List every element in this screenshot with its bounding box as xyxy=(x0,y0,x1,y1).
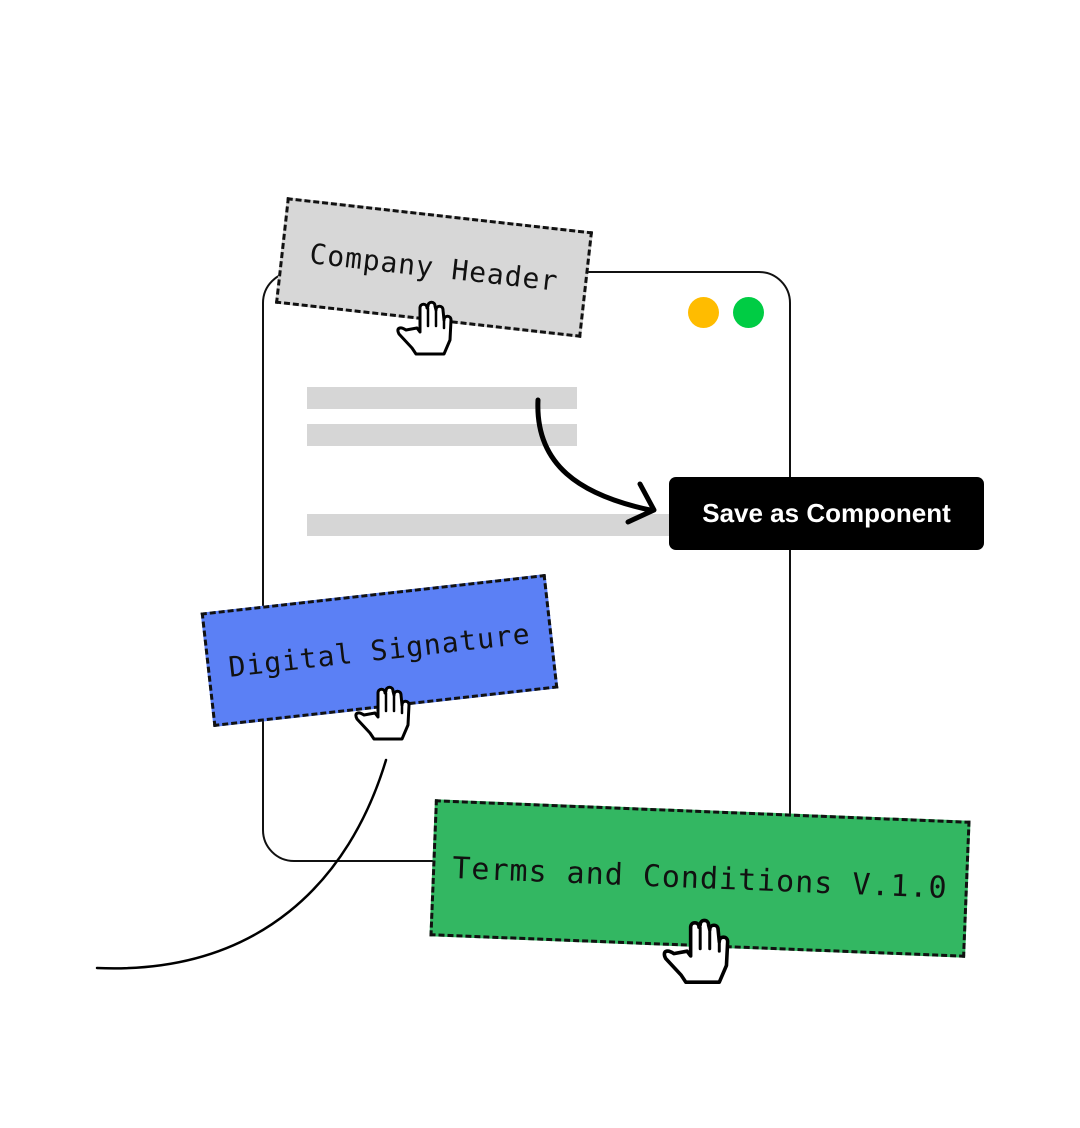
card-label: Terms and Conditions V.1.0 xyxy=(451,851,949,906)
window-dot-green xyxy=(733,297,764,328)
drag-trail-line xyxy=(95,758,388,970)
arrow-head xyxy=(625,481,657,525)
grab-hand-icon xyxy=(396,300,453,356)
window-dot-yellow xyxy=(688,297,719,328)
placeholder-text-line xyxy=(307,514,677,536)
document-window xyxy=(262,271,791,862)
grab-hand-icon xyxy=(354,685,411,741)
curved-arrow-icon xyxy=(535,397,653,513)
save-as-component-button[interactable]: Save as Component xyxy=(669,477,984,550)
card-label: Company Header xyxy=(307,237,561,298)
placeholder-text-line xyxy=(307,424,577,446)
grab-hand-icon xyxy=(662,918,730,985)
card-label: Digital Signature xyxy=(226,617,533,684)
placeholder-text-line xyxy=(307,387,577,409)
